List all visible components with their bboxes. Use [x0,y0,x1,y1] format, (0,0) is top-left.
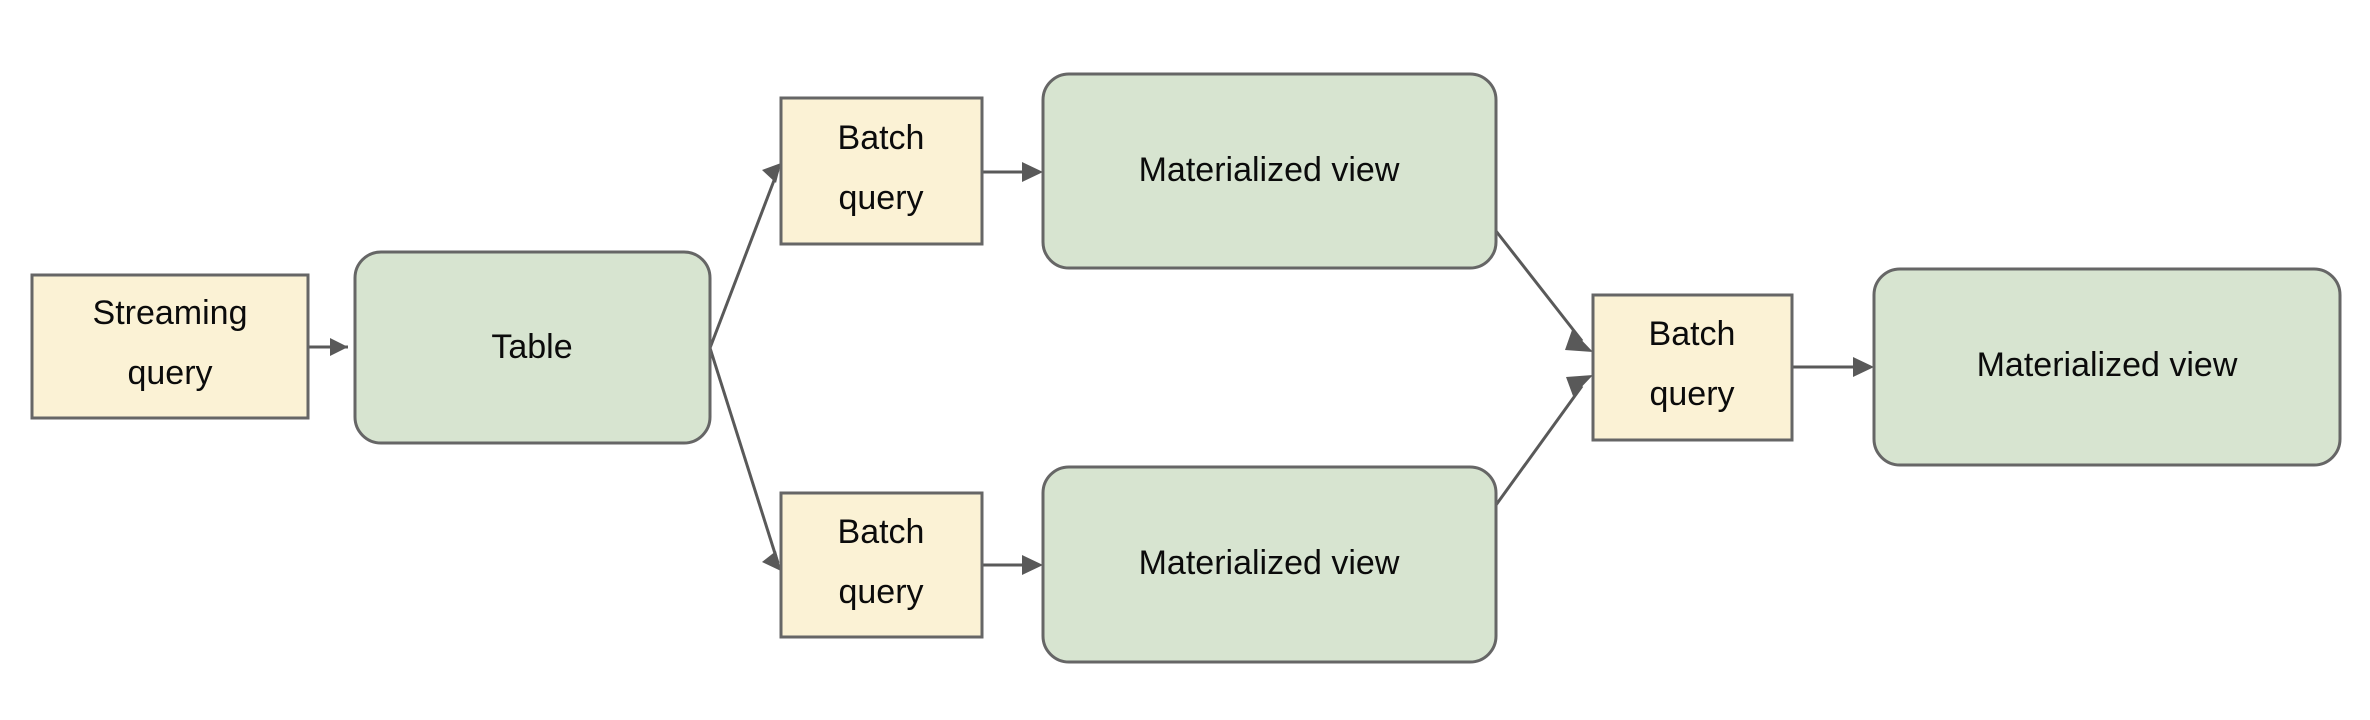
node-materialized-view-top[interactable]: Materialized view [1041,72,1498,270]
edge-line [708,347,780,564]
node-batch-query-top[interactable]: Batch query [779,96,984,246]
edge-line [708,169,780,349]
edge-mv-bottom-to-batch-merge [1494,375,1593,506]
node-label: Batch [838,119,925,157]
edge-line [1494,385,1584,506]
node-label: query [127,354,212,392]
node-shape[interactable] [1872,267,2342,467]
edge-table-to-batch-bottom [708,347,781,571]
node-label: Table [491,328,572,366]
node-label: query [838,573,923,611]
edge-layer [308,162,1874,575]
node-materialized-view-final[interactable]: Materialized view [1872,267,2342,467]
node-table[interactable]: Table [353,250,712,445]
arrowhead-icon [762,551,781,571]
edge-batch-top-to-mv-top [982,162,1043,182]
node-layer: Streaming query Table Batch query Materi… [30,72,2342,664]
arrowhead-icon [1022,555,1043,575]
node-label: Materialized view [1139,544,1400,582]
node-shape[interactable] [1041,465,1498,664]
node-shape[interactable] [1041,72,1498,270]
edge-table-to-batch-top [708,163,781,349]
arrowhead-icon [1853,357,1874,377]
node-shape[interactable] [353,250,712,445]
node-batch-query-bottom[interactable]: Batch query [779,491,984,639]
arrowhead-icon [1565,330,1593,352]
node-shape[interactable] [1591,293,1794,442]
node-label: Materialized view [1977,346,2238,384]
arrowhead-icon [1566,375,1593,396]
arrowhead-icon [330,338,348,356]
node-shape[interactable] [779,491,984,639]
arrowhead-icon [762,163,781,183]
node-label: query [838,179,923,217]
edge-mv-top-to-batch-merge [1494,230,1593,352]
node-label: Batch [838,513,925,551]
node-shape[interactable] [30,273,310,420]
node-batch-query-merge[interactable]: Batch query [1591,293,1794,442]
node-label: Batch [1649,315,1736,353]
edge-batch-merge-to-mv-final [1792,357,1874,377]
node-materialized-view-bottom[interactable]: Materialized view [1041,465,1498,664]
node-shape[interactable] [779,96,984,246]
edge-streaming-to-table [308,338,348,356]
node-label: Materialized view [1139,151,1400,189]
node-label: query [1649,375,1734,413]
node-label: Streaming [93,294,248,332]
edge-batch-bottom-to-mv-bottom [982,555,1043,575]
node-streaming-query[interactable]: Streaming query [30,273,310,420]
arrowhead-icon [1022,162,1043,182]
edge-line [1494,230,1584,342]
